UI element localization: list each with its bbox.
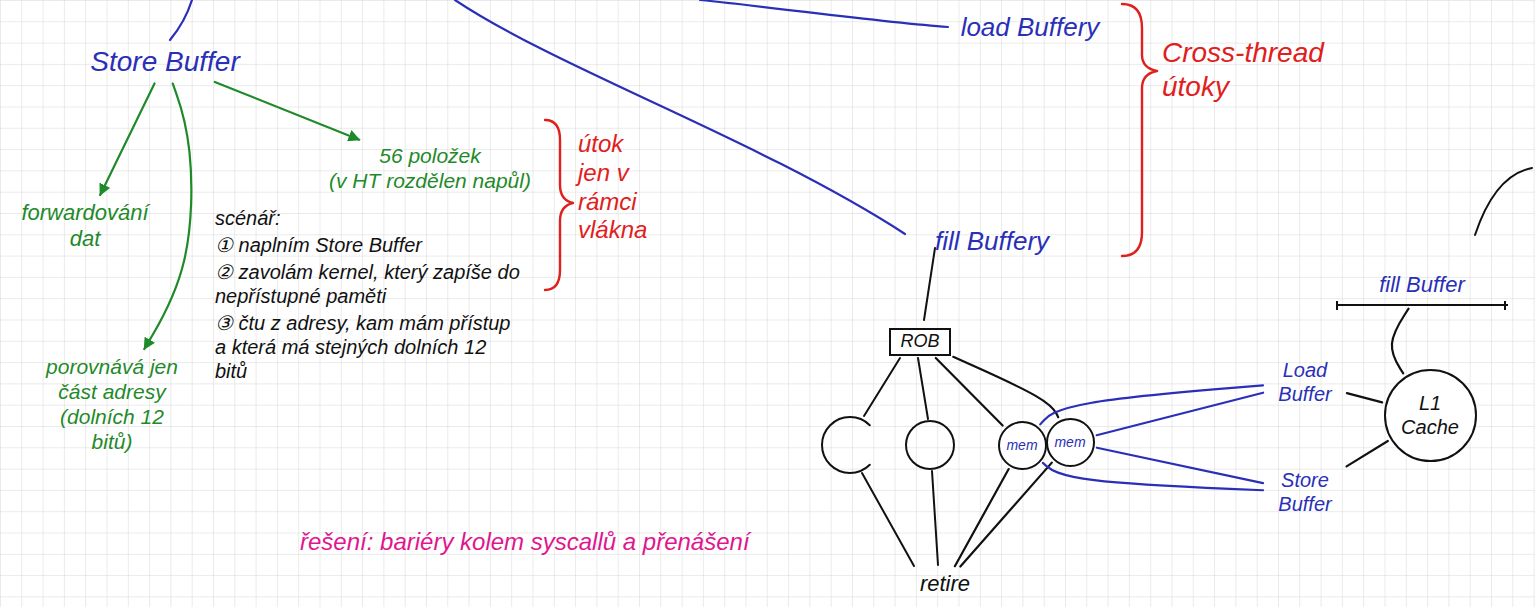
node-text: (dolních 12 bitů) — [37, 404, 187, 454]
curly-brace — [545, 120, 573, 290]
scenario-list: scénář: ① naplním Store Buffer ② zavolám k… — [215, 206, 520, 386]
attack-note: útok jen v rámci vlákna — [578, 130, 653, 245]
node-text: 56 položek — [379, 143, 481, 168]
connector-group — [100, 82, 1408, 567]
note-text: 56 položek(v HT rozdělen napůl) — [324, 141, 536, 195]
buffer-heading: fill Buffery — [930, 224, 1054, 259]
solution-note: řešení: bariéry kolem syscallů a přenáše… — [300, 528, 750, 557]
link-line — [1347, 393, 1382, 402]
link-line — [955, 469, 1009, 566]
bracket-ticks — [1336, 301, 1508, 313]
node-text: mem — [1054, 434, 1085, 451]
node-text: forwardování dat — [20, 200, 150, 253]
pipeline-line — [932, 471, 938, 565]
node-text: mem — [1006, 437, 1037, 454]
unit-circle — [822, 417, 870, 473]
unit-circle — [906, 421, 954, 469]
buffer-bracket: fill Buffer — [1336, 270, 1508, 306]
link-line — [960, 463, 1051, 567]
link-line — [1097, 448, 1263, 483]
pipeline-line — [862, 473, 914, 566]
arrow-connector — [100, 83, 154, 194]
link-line — [1347, 441, 1388, 466]
node-text: ROB — [900, 331, 939, 353]
pipeline-line — [864, 358, 900, 416]
retire-stage: retire — [915, 569, 975, 599]
bracket-tick — [1337, 301, 1505, 310]
node-text: retire — [920, 571, 970, 597]
arrow-connector — [144, 84, 191, 349]
node-text: porovnává jen část adresy — [37, 354, 187, 404]
attack-note: Cross-thread útoky — [1162, 36, 1342, 103]
link-line — [1392, 309, 1409, 374]
pipeline-line — [918, 358, 928, 419]
mem-unit: mem — [1046, 418, 1095, 467]
note-text: forwardování dat — [15, 198, 155, 255]
leader-line — [700, 0, 948, 27]
pipeline-line — [924, 248, 935, 320]
sketch-arc — [1475, 168, 1532, 235]
scenario-step: ③ čtu z adresy, kam mám přístup a která … — [215, 311, 520, 383]
scenario-step: ② zavolám kernel, který zapíše do nepřís… — [215, 260, 520, 308]
node-text: Store Buffer — [1271, 468, 1339, 516]
leader-line — [455, 0, 905, 234]
link-line — [936, 358, 1003, 426]
node-text: Store Buffer — [90, 45, 239, 79]
buffer-heading: Store Buffer — [85, 43, 244, 81]
note-text: porovnává jen část adresy(dolních 12 bit… — [32, 352, 192, 457]
mem-unit: mem — [998, 421, 1047, 470]
node-text: (v HT rozdělen napůl) — [329, 168, 531, 193]
scenario-step: ① naplním Store Buffer — [215, 233, 520, 257]
link-line — [1097, 393, 1263, 435]
arrow-connector — [215, 82, 359, 140]
link-line — [953, 357, 1058, 417]
cache-circle: L1 Cache — [1384, 369, 1477, 462]
buffer-label: Store Buffer — [1266, 466, 1344, 518]
node-text: fill Buffer — [1379, 272, 1465, 298]
node-text: L1 Cache — [1399, 391, 1461, 439]
node-text: fill Buffery — [935, 226, 1049, 257]
link-line — [1040, 385, 1263, 424]
buffer-heading: load Buffery — [956, 10, 1105, 45]
curly-brace — [1122, 4, 1157, 256]
buffer-label: Load Buffer — [1266, 356, 1344, 408]
node-text: Load Buffer — [1271, 358, 1339, 406]
leader-line — [170, 0, 192, 40]
scenario-step: scénář: — [215, 206, 520, 230]
node-text: load Buffery — [961, 12, 1100, 43]
rob-box: ROB — [889, 328, 950, 356]
